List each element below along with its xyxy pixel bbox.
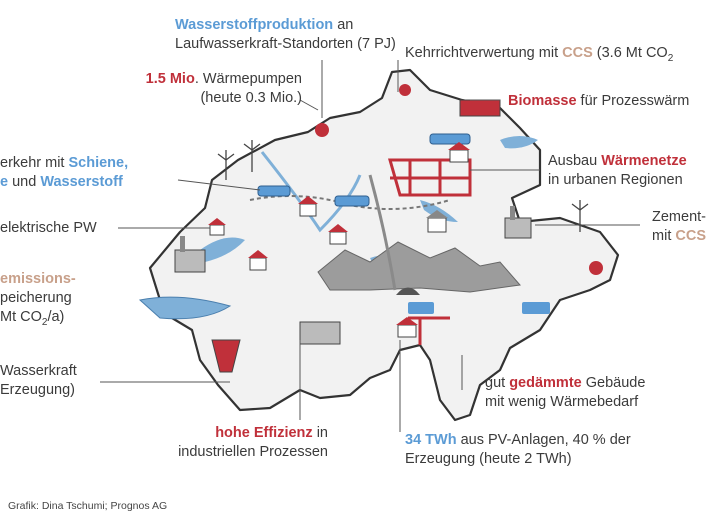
leader-transport (177, 179, 261, 191)
label-ev: elektrische PW (0, 220, 97, 236)
lake-neuchatel (200, 237, 245, 262)
hydrogen-tank-icon (315, 123, 329, 137)
leader-heat-pumps (299, 99, 319, 111)
alps-ridge (317, 241, 521, 293)
bus-icon (408, 302, 434, 314)
hydro-dam-icon (211, 339, 241, 373)
label-cement: Zement- mit CCS (652, 209, 706, 244)
heat-network-icon (388, 158, 472, 197)
highway (368, 174, 397, 291)
label-pv: 34 TWh aus PV-Anlagen, 40 % der Erzeugun… (405, 432, 631, 467)
label-transport: erkehr mit Schiene, e und Wasserstoff (0, 155, 129, 190)
label-biomass: Biomasse für Prozesswärm (508, 93, 690, 109)
label-district-heat: Ausbau Wärmenetze in urbanen Regionen (548, 153, 687, 188)
label-buildings: gut gedämmte Gebäude mit wenig Wärmebeda… (485, 375, 646, 410)
heat-network-icon (408, 316, 450, 345)
bus-icon (522, 302, 550, 314)
label-hydro: Wasserkraft Erzeugung) (0, 363, 77, 398)
train-icon (429, 133, 471, 145)
lake-zurich (420, 200, 458, 222)
label-waste: Kehrrichtverwertung mit CCS (3.6 Mt CO2 (405, 45, 674, 64)
train-icon (257, 185, 291, 197)
factory-icons (174, 99, 532, 345)
lake-constance (500, 136, 538, 149)
label-efficiency: hohe Effizienz in industriellen Prozesse… (178, 425, 328, 460)
train-icon (334, 195, 370, 207)
label-hydrogen: Wasserstoffproduktion an Laufwasserkraft… (175, 17, 396, 52)
credit-line: Grafik: Dina Tschumi; Prognos AG (8, 500, 168, 512)
house-icons (208, 142, 470, 338)
hydrogen-tank-icon (589, 261, 603, 275)
label-heat-pumps: 1.5 Mio. Wärmepumpen (heute 0.3 Mio.) (145, 71, 302, 106)
pv-panel-icon (399, 84, 411, 96)
label-negative-emissions: emissions- peicherung Mt CO2/a) (0, 271, 76, 328)
tunnel-portal (396, 287, 420, 295)
river-rhine (260, 151, 362, 233)
label-hydrogen-highlight: Wasserstoffproduktion (175, 17, 334, 33)
lake-geneva (138, 296, 232, 320)
wind-turbine-icons (217, 140, 589, 232)
